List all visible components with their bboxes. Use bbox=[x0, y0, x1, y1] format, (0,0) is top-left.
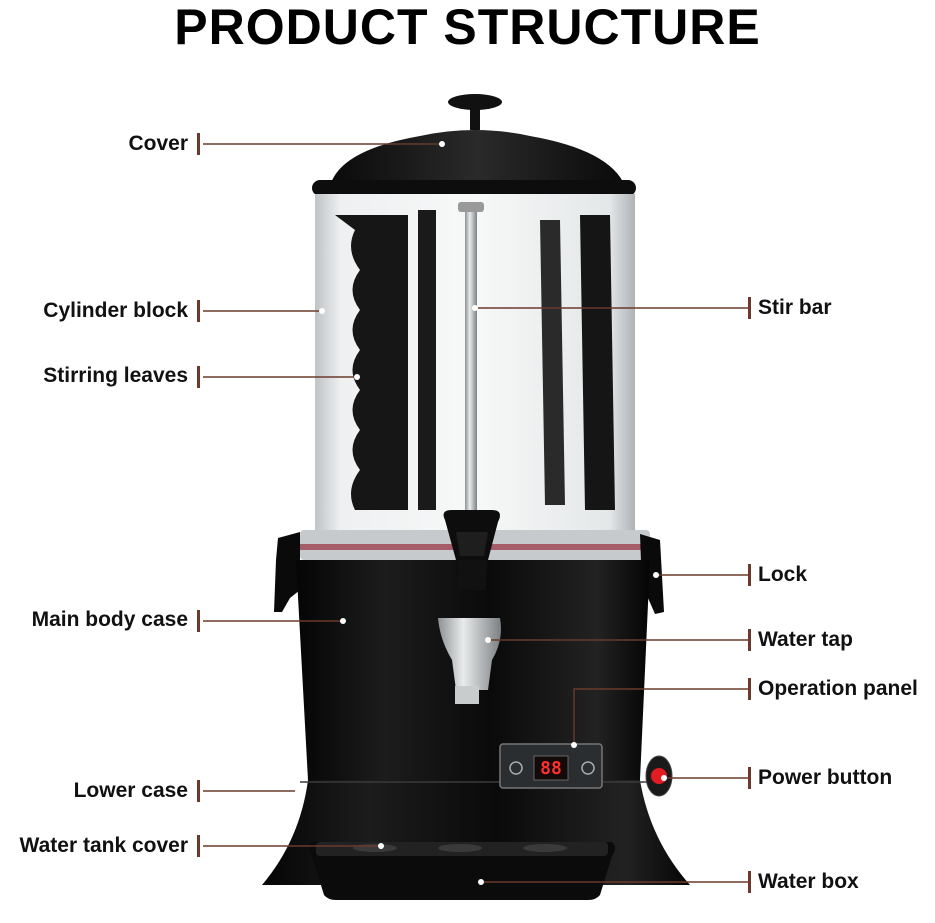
stirring-paddles bbox=[335, 210, 615, 510]
label-bar-water-tap bbox=[748, 629, 751, 651]
panel-display: 88 bbox=[540, 758, 562, 779]
lid-knob bbox=[448, 94, 502, 130]
label-lock: Lock bbox=[758, 563, 808, 586]
tap-assembly bbox=[438, 510, 501, 704]
left-lock bbox=[274, 532, 300, 612]
label-cover: Cover bbox=[128, 132, 188, 155]
label-bar-main-body-case bbox=[197, 610, 200, 632]
operation-panel-device bbox=[499, 743, 603, 789]
page-title: PRODUCT STRUCTURE bbox=[174, 0, 761, 55]
lid-dome bbox=[330, 130, 625, 186]
leader-lines bbox=[203, 143, 748, 883]
label-main-body-case: Main body case bbox=[31, 608, 188, 631]
label-bar-cover bbox=[197, 133, 200, 155]
label-stirring-leaves: Stirring leaves bbox=[43, 364, 188, 387]
label-cylinder-block: Cylinder block bbox=[43, 299, 188, 322]
label-bar-stirring-leaves bbox=[197, 366, 200, 388]
label-bar-power-button bbox=[748, 767, 751, 789]
label-water-tank-cover: Water tank cover bbox=[19, 834, 188, 857]
label-bar-lower-case bbox=[197, 780, 200, 802]
label-bar-cylinder-block bbox=[197, 300, 200, 322]
label-bar-stir-bar bbox=[748, 297, 751, 319]
stir-rod bbox=[465, 206, 477, 516]
label-water-box: Water box bbox=[758, 870, 859, 893]
lid-rim bbox=[312, 180, 636, 196]
label-water-tap: Water tap bbox=[758, 628, 853, 651]
label-power-button: Power button bbox=[758, 766, 893, 789]
label-lower-case: Lower case bbox=[73, 779, 188, 802]
label-bar-lock bbox=[748, 564, 751, 586]
label-bar-water-box bbox=[748, 871, 751, 893]
water-box-shape bbox=[308, 842, 615, 900]
power-button-device bbox=[645, 755, 673, 797]
leader-dots bbox=[295, 141, 667, 885]
label-stir-bar: Stir bar bbox=[758, 296, 832, 319]
label-operation-panel: Operation panel bbox=[758, 677, 918, 700]
label-bar-operation-panel bbox=[748, 678, 751, 700]
label-bar-water-tank-cover bbox=[197, 835, 200, 857]
